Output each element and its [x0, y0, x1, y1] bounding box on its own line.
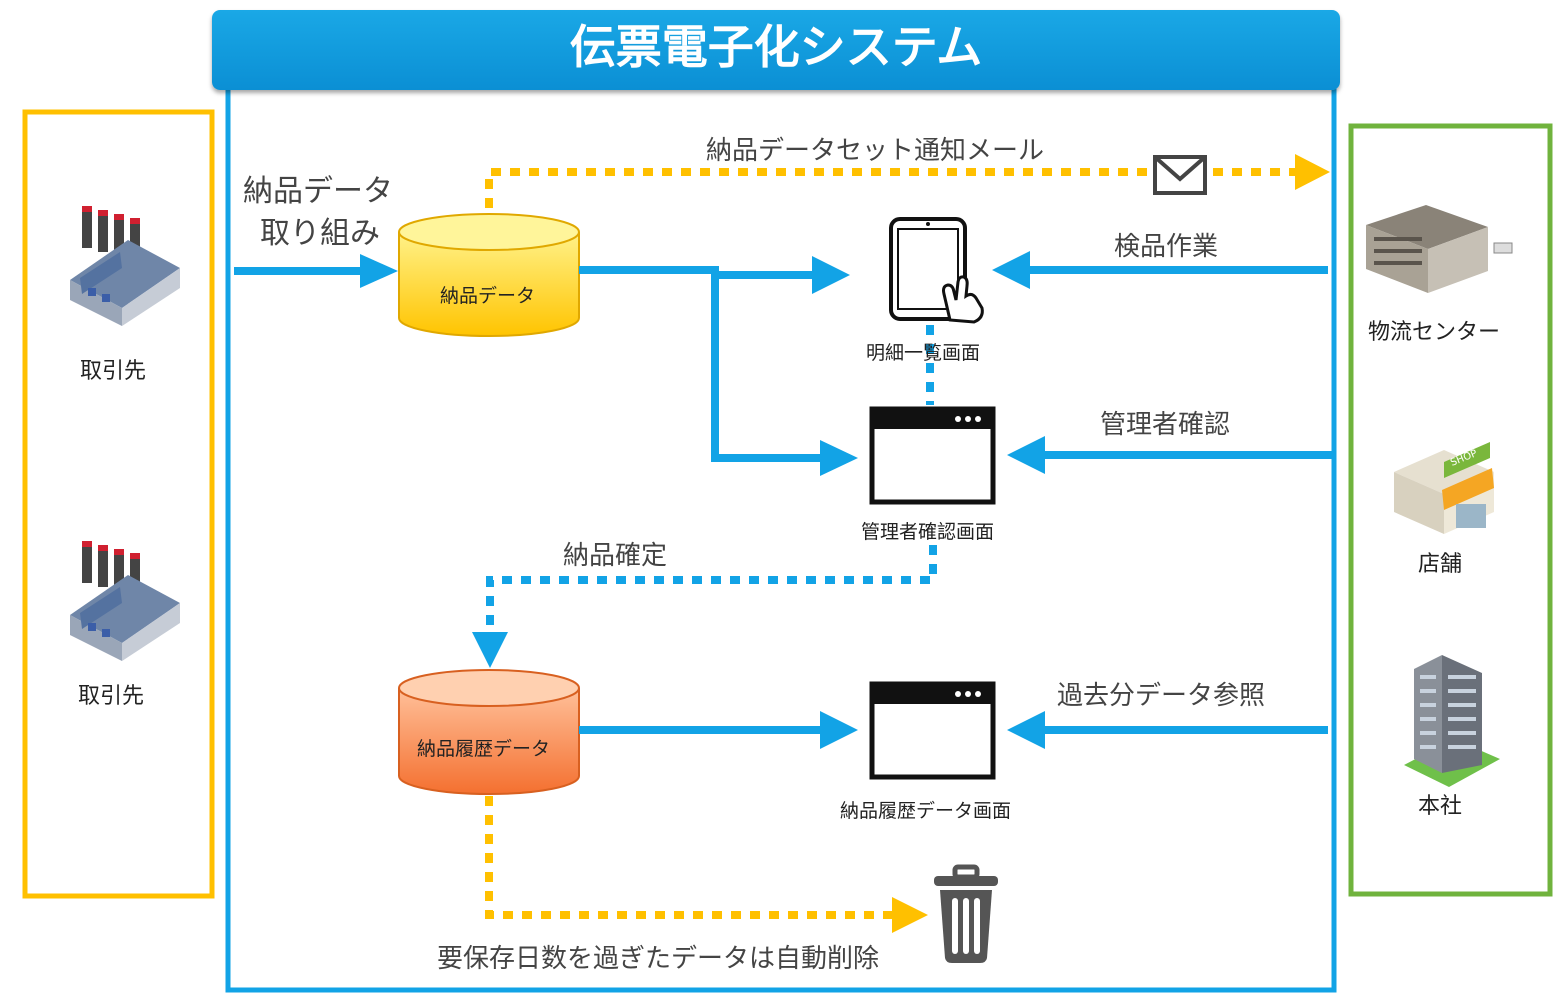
factory-icon: [70, 206, 180, 326]
right-party-frame: [1348, 123, 1553, 897]
delivery-history-label: 納品履歴データ: [417, 738, 551, 760]
mail-notice-label: 納品データセット通知メール: [706, 136, 1045, 166]
intake-label-line1: 納品データ: [243, 174, 393, 209]
logistics-center-label: 物流センター: [1368, 320, 1501, 345]
delivery-history-cylinder: [398, 669, 580, 795]
left-party-frame: [22, 109, 215, 899]
head-office-label: 本社: [1418, 794, 1463, 819]
admin-window-icon: [869, 406, 996, 505]
delete-dotted-line: [485, 796, 895, 919]
mail-dotted-line: [485, 168, 1300, 208]
inspection-label: 検品作業: [1114, 232, 1219, 262]
arrow-head: [820, 711, 858, 749]
confirm-dotted-line: [486, 545, 937, 635]
admin-screen-label: 管理者確認画面: [861, 521, 995, 543]
delivery-data-cylinder: [398, 213, 580, 337]
arrow-head: [472, 632, 508, 668]
arrow-head: [992, 251, 1030, 289]
history-window-icon: [869, 681, 996, 780]
intake-label-line2: 取り組み: [260, 216, 380, 251]
tablet-icon: [889, 217, 984, 324]
office-building-icon: [1404, 655, 1500, 787]
to-admin-line: [711, 275, 825, 462]
arrow-head: [1007, 711, 1045, 749]
partner-label-1: 取引先: [80, 359, 147, 384]
trash-icon: [934, 864, 998, 963]
past-reference-label: 過去分データ参照: [1057, 681, 1266, 711]
arrow-head: [820, 440, 858, 476]
arrow-head: [1007, 436, 1045, 474]
to-detail-line: [579, 266, 815, 279]
store-label: 店舗: [1418, 552, 1463, 577]
shop-icon: SHOP: [1394, 442, 1494, 534]
system-title: 伝票電子化システム: [212, 10, 1340, 90]
arrow-head: [812, 256, 850, 294]
delivery-data-label: 納品データ: [440, 285, 536, 307]
history-screen-label: 納品履歴データ画面: [840, 800, 1012, 822]
auto-delete-label: 要保存日数を過ぎたデータは自動削除: [437, 944, 880, 974]
factory-icon: [70, 541, 180, 661]
warehouse-icon: [1366, 205, 1513, 293]
confirm-label: 納品確定: [563, 541, 668, 571]
detail-list-screen-label: 明細一覧画面: [866, 342, 981, 364]
mail-icon: [1150, 152, 1210, 195]
admin-check-label: 管理者確認: [1100, 410, 1231, 440]
system-frame: [225, 57, 1337, 993]
partner-label-2: 取引先: [78, 684, 145, 709]
arrow-head: [360, 254, 398, 288]
arrow-head: [892, 897, 928, 933]
arrow-head: [1295, 154, 1330, 190]
